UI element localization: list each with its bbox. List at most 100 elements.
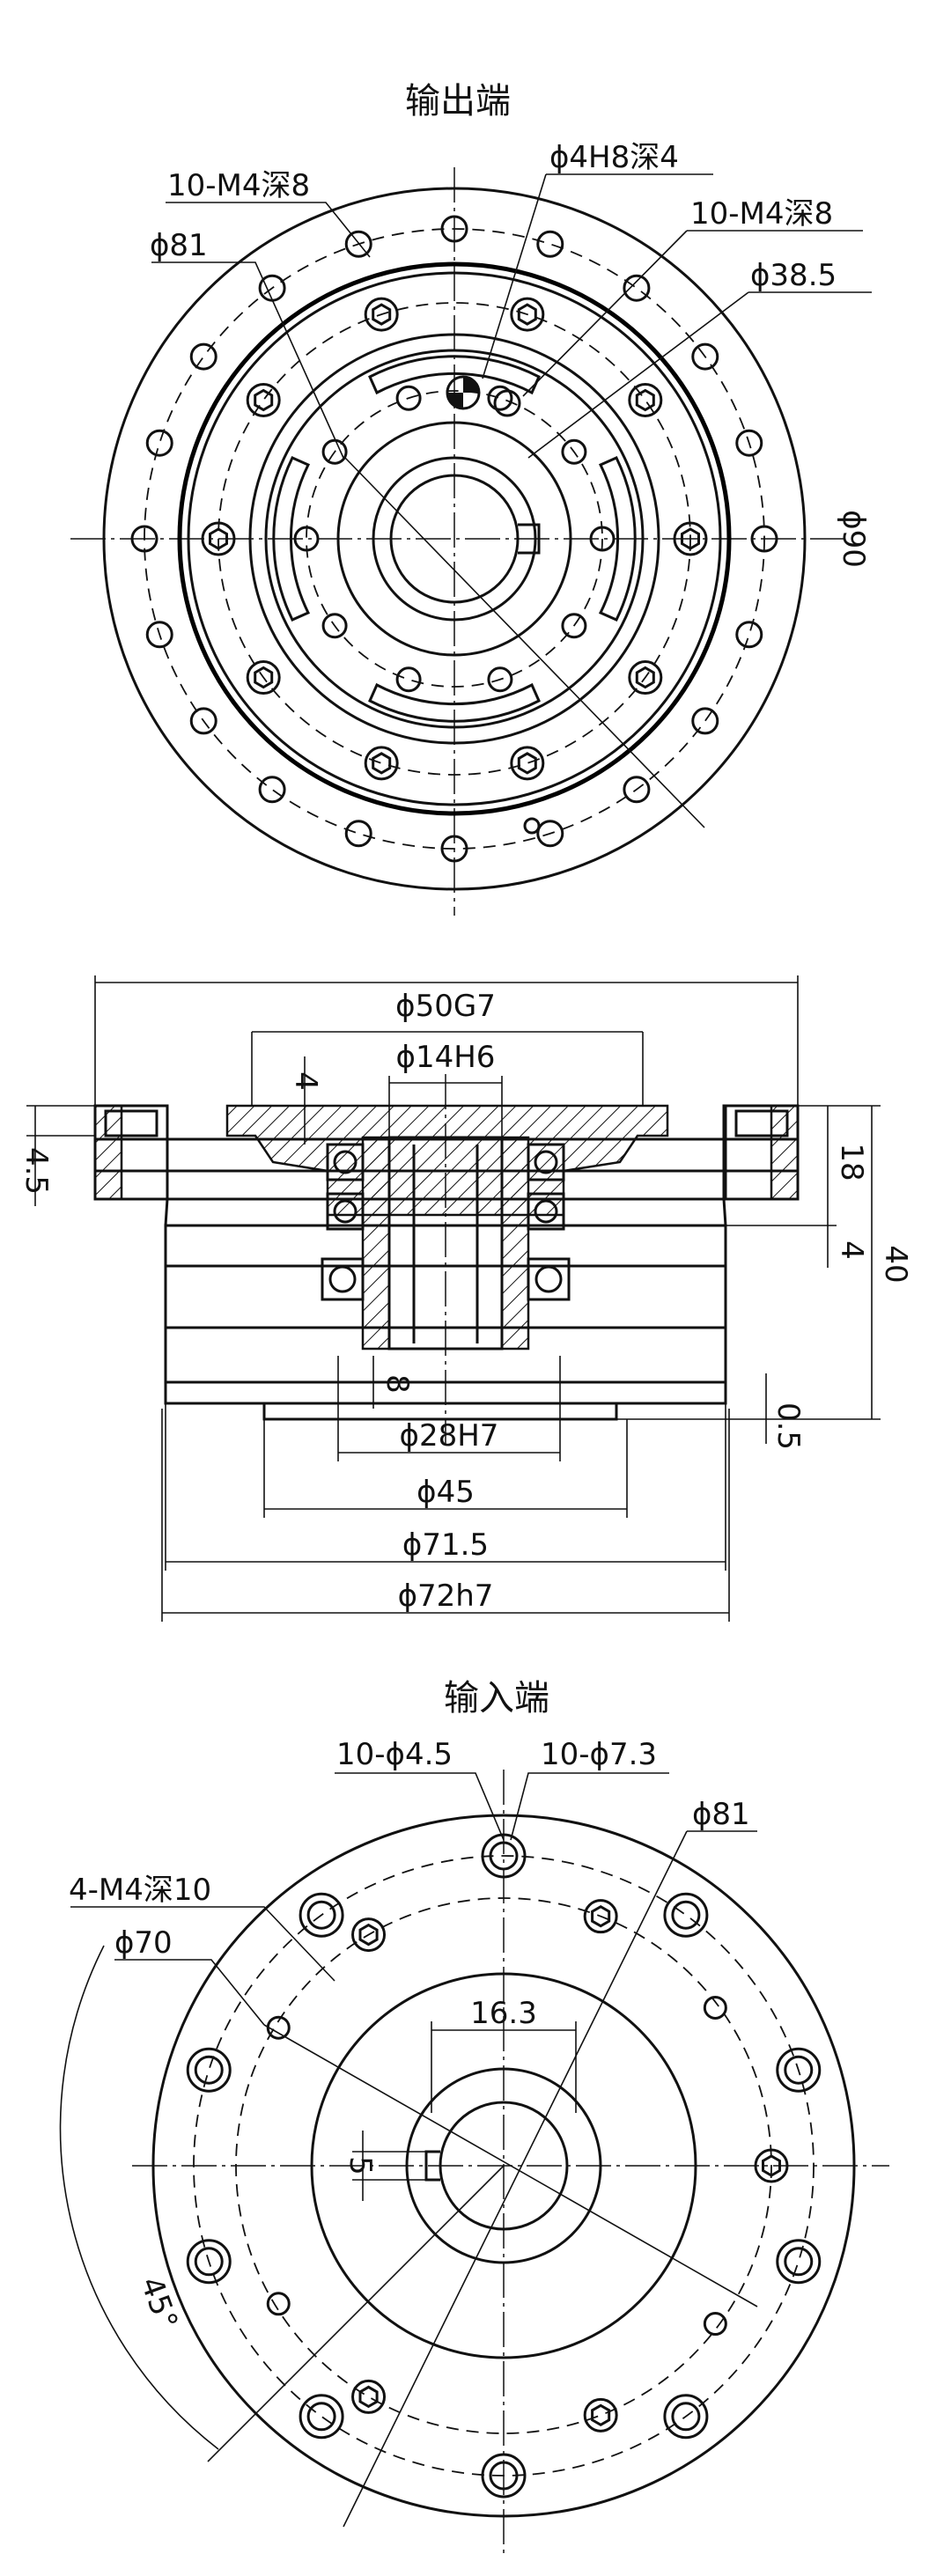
output-arc-slot-right — [598, 456, 637, 622]
output-outer-hole — [145, 621, 173, 649]
output-outer-hole — [691, 707, 719, 735]
input-through-hole — [489, 1841, 519, 1871]
output-inner-holes — [293, 385, 616, 693]
output-end-view: 输出端 — [70, 81, 872, 916]
input-through-hole — [784, 2247, 814, 2277]
input-label-holes-7-3: 10-ϕ7.3 — [541, 1737, 657, 1772]
output-keyway — [518, 523, 541, 555]
input-leader-dia81 — [343, 1830, 688, 2528]
input-hex-socket-icon — [358, 1923, 379, 1947]
output-shaft-bore — [389, 474, 520, 604]
bearing-ball-r3 — [534, 1265, 563, 1293]
input-leader-4-5 — [335, 1772, 505, 1841]
input-through-hole — [671, 1900, 701, 1930]
output-outer-hole — [691, 342, 719, 371]
output-outer-hole — [258, 776, 286, 804]
input-leader-m4 — [70, 1906, 335, 1982]
input-label-dia70: ϕ70 — [114, 1925, 173, 1961]
section-label-dia14h6: ϕ14H6 — [396, 1040, 496, 1075]
section-label-dim4-top: 4 — [288, 1071, 323, 1091]
section-shaft-right-wall — [500, 1136, 530, 1351]
output-inner-hole — [589, 526, 616, 552]
output-outer-hole — [536, 820, 564, 848]
output-hex-socket-icon — [681, 527, 700, 550]
input-counterbore — [663, 1892, 709, 1938]
bearing-r1 — [527, 1143, 565, 1181]
output-shaft-ring — [372, 456, 537, 622]
input-label-dia81: ϕ81 — [692, 1797, 750, 1832]
input-label-angle45: 45° — [133, 2272, 184, 2334]
input-m4-hole — [351, 2379, 387, 2414]
bearing-r2 — [527, 1192, 565, 1231]
output-inner-hole — [321, 438, 348, 465]
output-hex-screw-head — [201, 521, 236, 556]
output-outer-hole — [344, 230, 372, 258]
output-leader-m4-a — [166, 202, 371, 258]
input-m4-hole — [351, 1917, 387, 1953]
section-shaft-left-wall — [361, 1136, 391, 1351]
input-through-hole — [306, 2402, 336, 2432]
input-hex-socket-icon — [591, 2403, 611, 2427]
input-through-hole — [194, 2247, 224, 2277]
input-small-hole — [703, 1995, 727, 2020]
bearing-l1 — [326, 1143, 365, 1181]
input-shaft-bore — [439, 2101, 569, 2231]
input-counterbore — [186, 2239, 232, 2285]
section-left-screw-head — [104, 1109, 158, 1137]
input-outer-ring — [151, 1814, 856, 2518]
output-outer-hole — [536, 230, 564, 258]
input-bolt-circle-dia70 — [235, 1897, 772, 2434]
input-leader-dia70 — [263, 2024, 758, 2307]
section-label-dim18: 18 — [834, 1143, 869, 1181]
input-counterbore — [186, 2047, 232, 2093]
output-outer-hole — [735, 429, 763, 457]
output-small-hole — [493, 389, 521, 417]
input-angle-ray — [207, 2165, 505, 2462]
input-through-hole — [784, 2055, 814, 2085]
input-label-m4-depth10: 4-M4深10 — [69, 1873, 211, 1908]
output-bore-ring — [336, 421, 572, 657]
output-hex-socket-icon — [517, 303, 537, 326]
output-outer-hole — [623, 776, 651, 804]
input-bore-ring — [405, 2067, 602, 2264]
input-leader-7-3 — [510, 1772, 669, 1841]
output-hex-socket-icon — [254, 666, 274, 689]
section-label-dim40: 40 — [878, 1245, 913, 1283]
section-label-dim4-5: 4.5 — [18, 1147, 54, 1195]
output-outer-holes — [130, 215, 778, 863]
section-label-dia50g7: ϕ50G7 — [395, 989, 496, 1024]
input-counterbore — [299, 2394, 344, 2440]
output-label-dia38-5: ϕ38.5 — [750, 258, 837, 293]
output-outer-hole — [189, 342, 217, 371]
output-hex-screw-head — [673, 521, 708, 556]
output-arc-slot-left — [272, 456, 311, 622]
output-leader-pin — [482, 173, 547, 379]
output-hex-screw-head — [364, 297, 399, 332]
input-counterbore — [481, 1833, 527, 1879]
output-inner-hole — [487, 666, 513, 693]
bearing-ball-r1 — [534, 1150, 558, 1174]
input-hex-socket-icon — [762, 2154, 781, 2177]
output-outer-flange — [102, 187, 807, 891]
input-label-holes-4-5: 10-ϕ4.5 — [336, 1737, 453, 1772]
bearing-l3 — [321, 1257, 365, 1301]
output-pin-hole-mark — [447, 377, 479, 408]
output-outer-hole — [440, 835, 468, 863]
output-hex-socket-icon — [635, 666, 655, 689]
input-keyway — [424, 2150, 440, 2182]
output-arc-slot-top — [368, 355, 541, 395]
output-label-pin-hole: ϕ4H8深4 — [549, 140, 679, 175]
output-housing-ring — [177, 261, 732, 816]
section-label-dim8: 8 — [380, 1374, 415, 1394]
input-hex-socket-icon — [591, 1904, 611, 1928]
section-view: ϕ50G7 ϕ14H6 ϕ28H7 ϕ45 ϕ71.5 ϕ72h7 4 4.5 … — [18, 975, 913, 1622]
output-hex-socket-icon — [372, 303, 392, 326]
output-housing-inner-ring — [187, 271, 722, 806]
bearing-ball-l2 — [333, 1199, 358, 1224]
output-outer-hole — [145, 429, 173, 457]
input-m4-hole — [583, 2397, 618, 2432]
output-outer-hole — [440, 215, 468, 243]
section-label-dia71-5: ϕ71.5 — [402, 1527, 489, 1563]
input-counterbore — [776, 2239, 822, 2285]
output-arc-slot-bottom — [368, 682, 541, 723]
